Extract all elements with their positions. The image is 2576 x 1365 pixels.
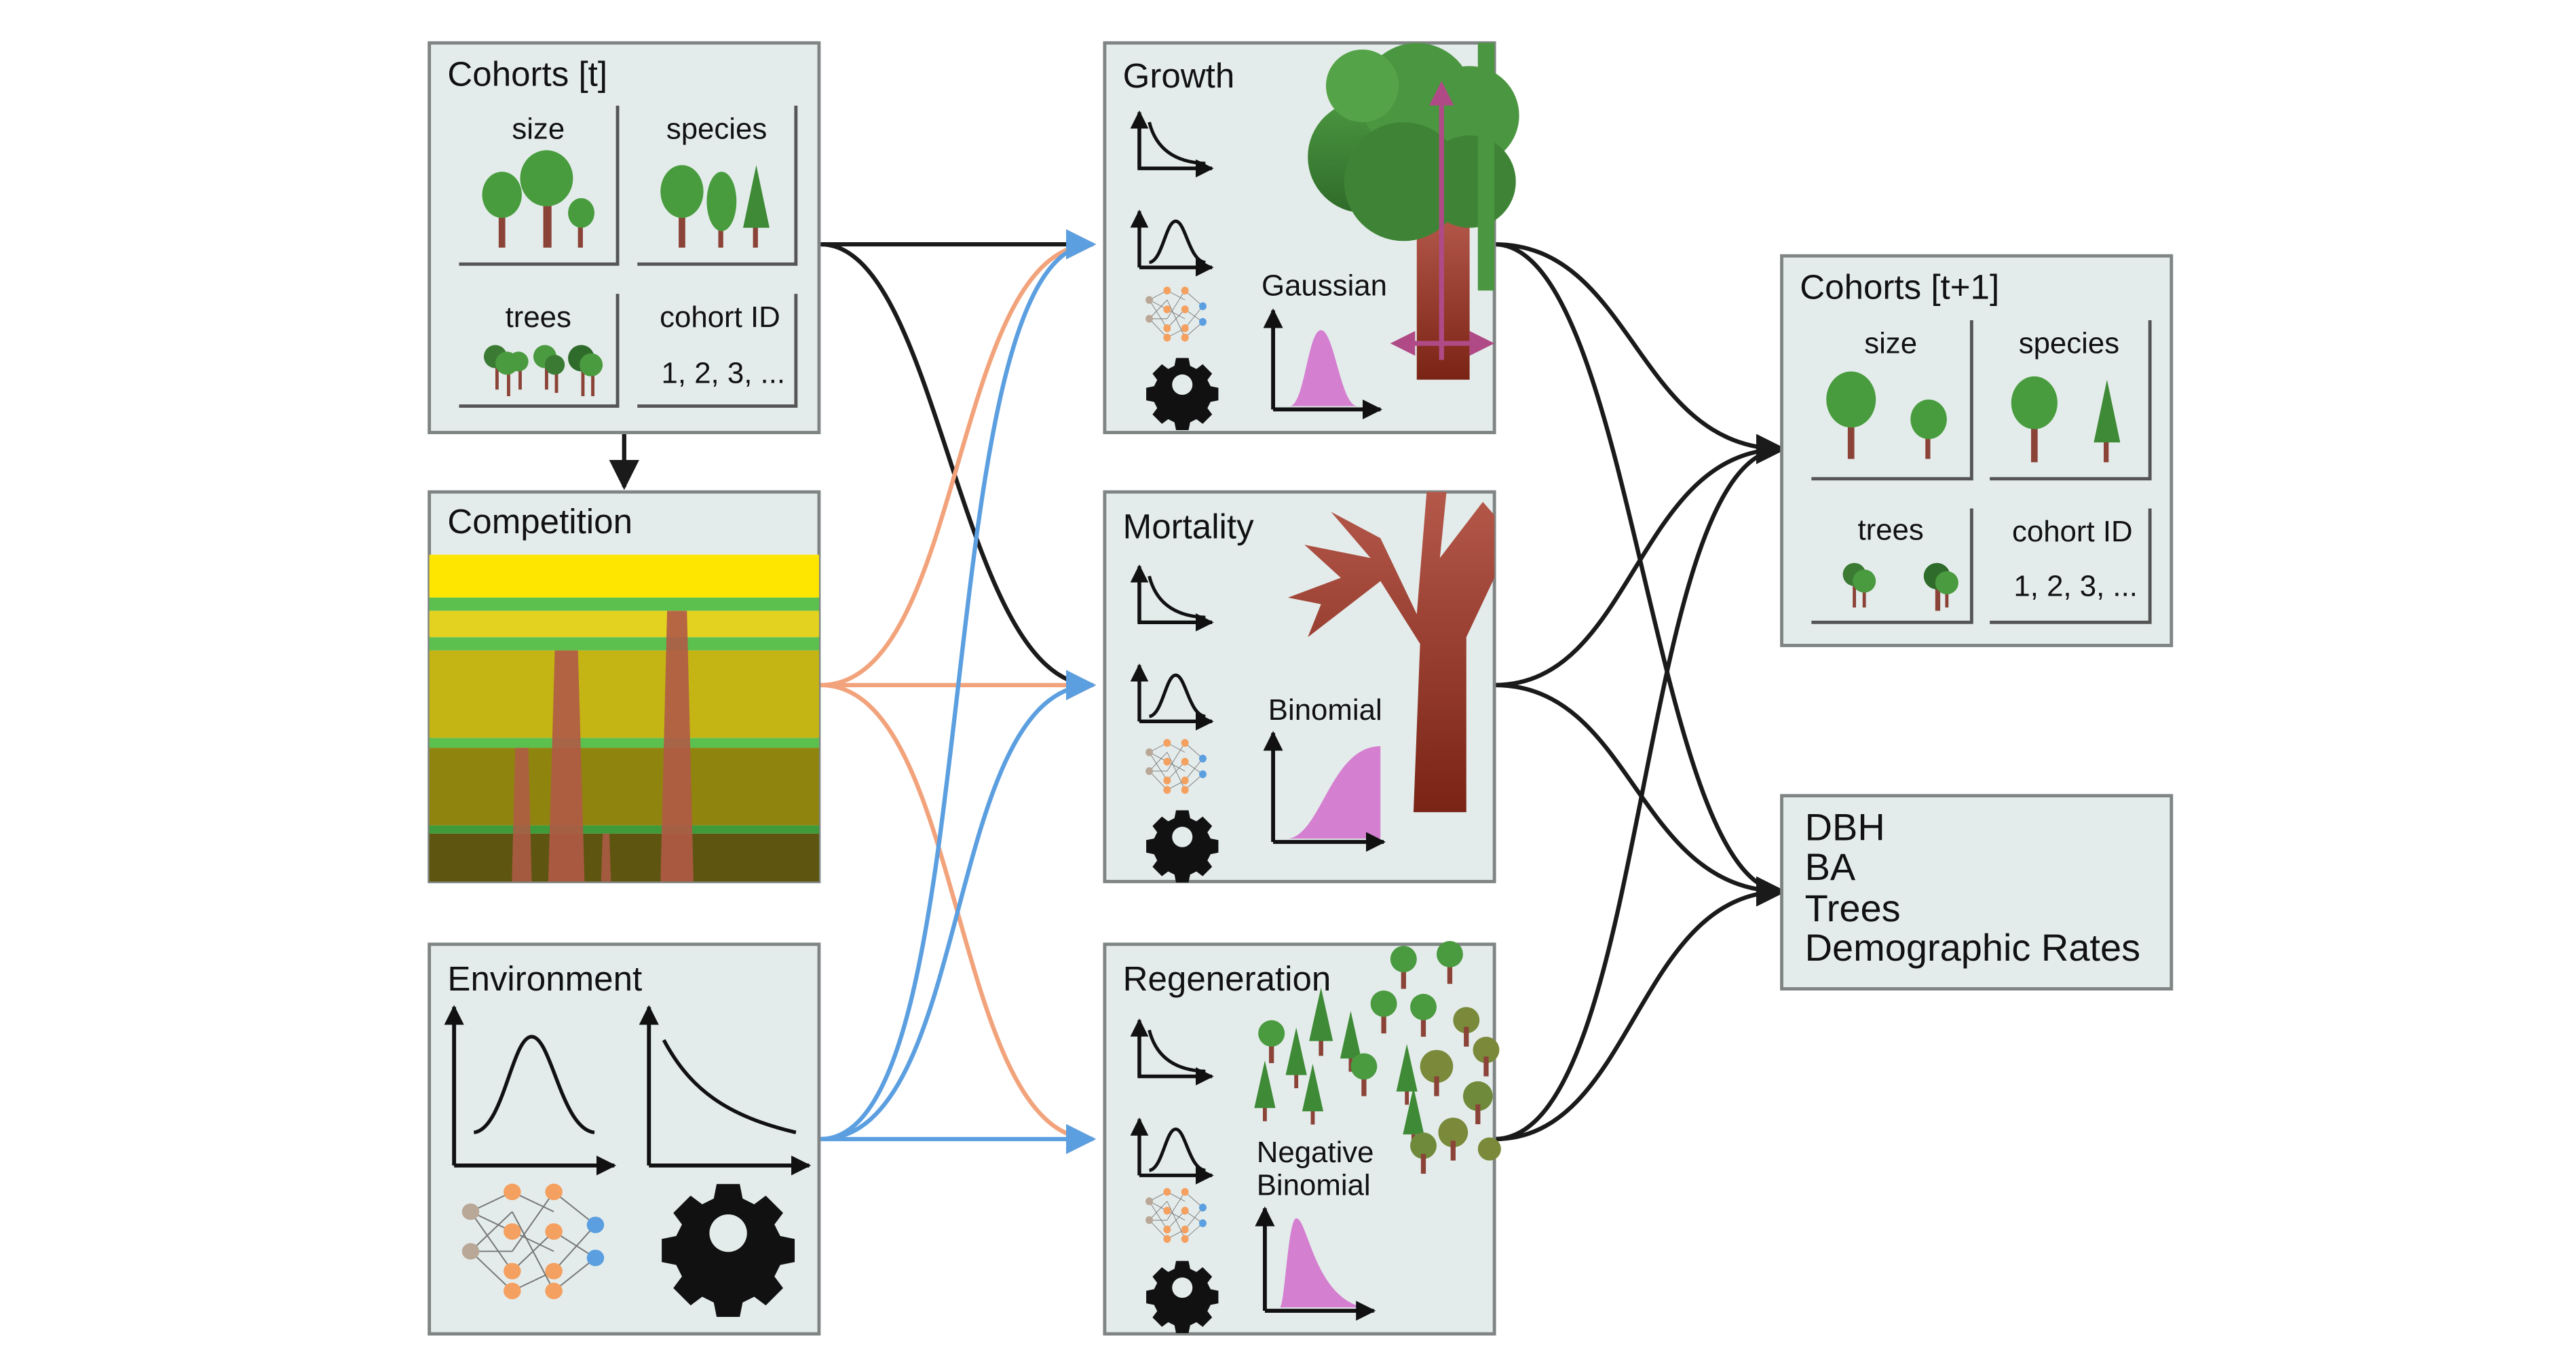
regeneration-distribution-line2: Binomial — [1257, 1169, 1371, 1202]
negative-binomial-distribution — [1255, 1206, 1376, 1321]
sapling-forest-icon — [1254, 940, 1501, 1174]
gaussian-distribution — [1263, 308, 1383, 420]
arrow-regeneration-cohorts1 — [1494, 434, 1787, 1142]
cohorts-t-size-label: size — [512, 112, 565, 145]
environment-title: Environment — [447, 959, 642, 998]
tree-icon — [482, 150, 594, 248]
output-item: BA — [1805, 845, 1856, 888]
arrow-competition-growth — [820, 229, 1097, 687]
tree-icon — [2011, 376, 2121, 463]
arrow-regeneration-outputs — [1494, 876, 1787, 1142]
growth-box: Growth Gaussian — [1103, 41, 1519, 434]
cohorts-t-cohort-id-values: 1, 2, 3, ... — [662, 357, 786, 390]
growth-distribution: Gaussian — [1262, 269, 1387, 303]
cohorts-t-box: Cohorts [t] size species trees cohort ID… — [428, 41, 821, 434]
arrow-environment-growth — [820, 229, 1097, 1142]
tree-icon — [1842, 562, 1958, 611]
cohorts-t-title: Cohorts [t] — [447, 55, 607, 94]
arrow-cohorts-mortality — [820, 242, 1097, 700]
tree-icon — [1826, 371, 1947, 459]
growth-title: Growth — [1123, 56, 1235, 95]
tree-icon — [660, 165, 770, 248]
output-item: DBH — [1805, 806, 1885, 849]
output-item: Trees — [1805, 887, 1901, 929]
output-item: Demographic Rates — [1805, 926, 2140, 969]
competition-title: Competition — [447, 502, 632, 541]
mortality-distribution: Binomial — [1268, 693, 1382, 727]
cohorts-t-cohort-id-label: cohort ID — [660, 301, 780, 334]
binomial-distribution — [1263, 731, 1386, 852]
decreasing-curve-icon — [639, 1005, 812, 1176]
mortality-box: Mortality Binomial — [1103, 490, 1496, 883]
cohorts-t1-species-label: species — [2019, 327, 2119, 360]
dead-tree-icon — [1287, 492, 1495, 813]
arrow-environment-mortality — [820, 670, 1097, 1142]
mortality-title: Mortality — [1123, 507, 1254, 545]
arrow-mortality-outputs — [1494, 682, 1787, 907]
connectors — [609, 229, 1787, 1155]
arrow-mortality-cohorts1 — [1494, 434, 1787, 687]
regeneration-distribution-line1: Negative — [1257, 1136, 1374, 1169]
arrow-growth-cohorts1 — [1494, 242, 1787, 464]
tree-icon — [483, 345, 603, 396]
environment-box: Environment — [428, 942, 821, 1336]
tree-icon — [1308, 43, 1519, 380]
cohorts-t1-trees-label: trees — [1857, 514, 1923, 547]
cohorts-t-trees-label: trees — [506, 301, 571, 334]
cohorts-t1-box: Cohorts [t+1] size species trees cohort … — [1780, 254, 2174, 647]
competition-box: Competition — [428, 490, 821, 883]
regeneration-box: Regeneration Negative Binomial — [1103, 940, 1501, 1336]
bell-curve-icon — [444, 1005, 617, 1176]
cohorts-t1-cohort-id-values: 1, 2, 3, ... — [2013, 569, 2138, 602]
cohorts-t-species-label: species — [666, 112, 767, 145]
arrow-growth-outputs — [1494, 242, 1787, 906]
cohorts-t1-cohort-id-label: cohort ID — [2012, 515, 2133, 548]
regeneration-title: Regeneration — [1123, 959, 1331, 998]
outputs-box: DBH BA Trees Demographic Rates — [1780, 794, 2174, 991]
cohorts-t1-title: Cohorts [t+1] — [1800, 267, 1999, 306]
cohorts-t1-size-label: size — [1864, 327, 1917, 360]
